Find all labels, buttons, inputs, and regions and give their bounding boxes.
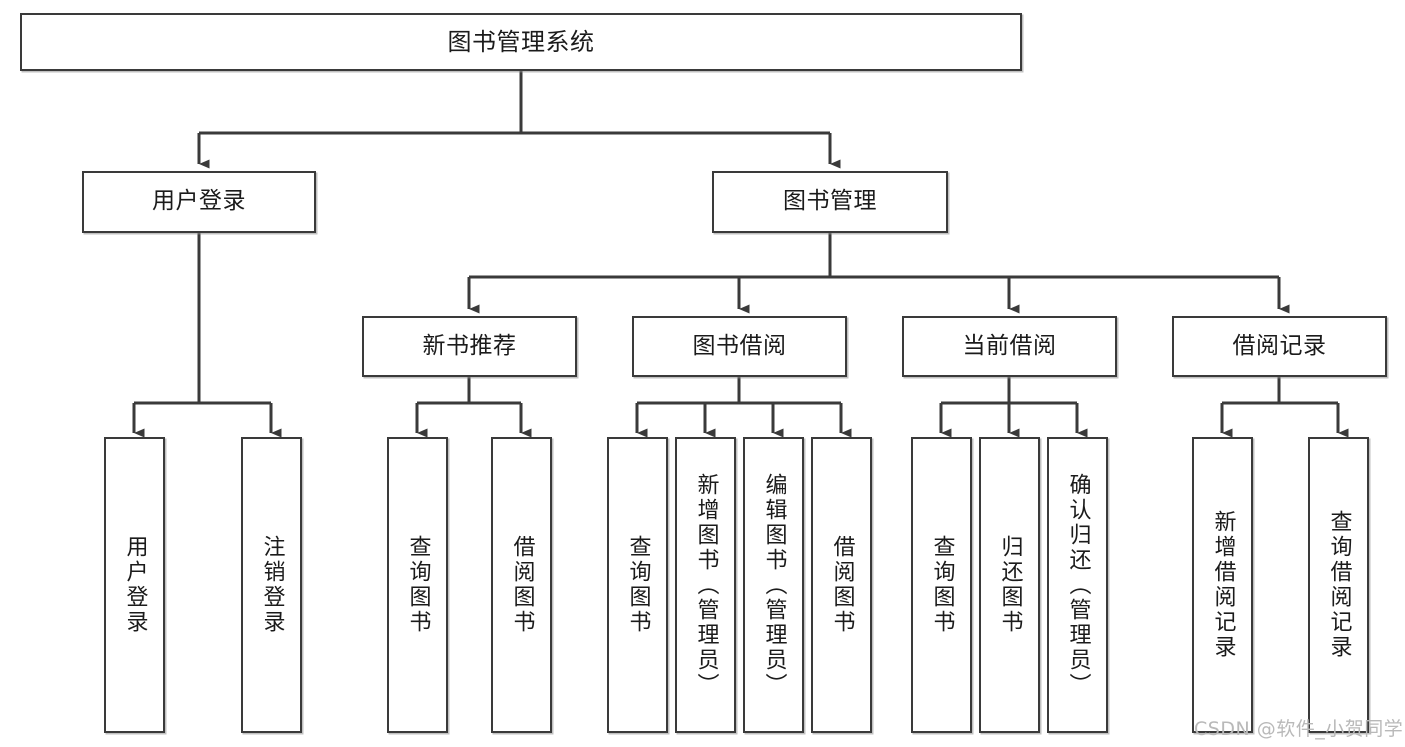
node-leaf-user-login-label: 用户登录 <box>122 535 148 635</box>
node-leaf-add-record-label: 新增借阅记录 <box>1210 510 1236 660</box>
node-leaf-user-login[interactable]: 用户登录 <box>104 437 165 733</box>
node-leaf-query-book-1-label: 查询图书 <box>405 535 431 635</box>
node-leaf-confirm-return-label: 确认归还（管理员） <box>1065 472 1091 698</box>
node-leaf-return-book-label: 归还图书 <box>997 535 1023 635</box>
csdn-watermark: CSDN @软件_小贺同学 <box>1194 718 1404 740</box>
node-leaf-logout-login[interactable]: 注销登录 <box>241 437 302 733</box>
node-leaf-query-book-1[interactable]: 查询图书 <box>387 437 448 733</box>
node-root-label: 图书管理系统 <box>447 27 595 56</box>
node-borrow-record[interactable]: 借阅记录 <box>1172 316 1387 377</box>
node-leaf-add-book-label: 新增图书（管理员） <box>693 472 719 698</box>
node-user-login-label: 用户登录 <box>152 188 246 215</box>
node-user-login[interactable]: 用户登录 <box>82 171 316 233</box>
node-current-borrow-label: 当前借阅 <box>962 332 1057 359</box>
node-leaf-return-book[interactable]: 归还图书 <box>979 437 1040 733</box>
node-leaf-borrow-book-1[interactable]: 借阅图书 <box>491 437 552 733</box>
node-book-manage[interactable]: 图书管理 <box>712 171 948 233</box>
node-current-borrow[interactable]: 当前借阅 <box>902 316 1117 377</box>
node-borrow-record-label: 借阅记录 <box>1232 332 1327 359</box>
node-leaf-add-record[interactable]: 新增借阅记录 <box>1192 437 1253 733</box>
node-leaf-edit-book[interactable]: 编辑图书（管理员） <box>743 437 804 733</box>
node-leaf-borrow-book-2[interactable]: 借阅图书 <box>811 437 872 733</box>
node-leaf-query-record-label: 查询借阅记录 <box>1326 510 1352 660</box>
node-new-book-recommend[interactable]: 新书推荐 <box>362 316 577 377</box>
node-new-book-recommend-label: 新书推荐 <box>422 332 517 359</box>
node-leaf-confirm-return[interactable]: 确认归还（管理员） <box>1047 437 1108 733</box>
node-leaf-query-record[interactable]: 查询借阅记录 <box>1308 437 1369 733</box>
node-book-borrow-label: 图书借阅 <box>692 332 787 359</box>
node-leaf-borrow-book-1-label: 借阅图书 <box>509 535 535 635</box>
node-leaf-query-book-2-label: 查询图书 <box>625 535 651 635</box>
node-leaf-add-book[interactable]: 新增图书（管理员） <box>675 437 736 733</box>
node-root[interactable]: 图书管理系统 <box>20 13 1022 71</box>
node-leaf-logout-login-label: 注销登录 <box>259 535 285 635</box>
node-leaf-query-book-3[interactable]: 查询图书 <box>911 437 972 733</box>
node-leaf-query-book-3-label: 查询图书 <box>929 535 955 635</box>
node-leaf-edit-book-label: 编辑图书（管理员） <box>761 472 787 698</box>
node-leaf-query-book-2[interactable]: 查询图书 <box>607 437 668 733</box>
node-book-manage-label: 图书管理 <box>783 188 877 215</box>
node-leaf-borrow-book-2-label: 借阅图书 <box>829 535 855 635</box>
node-book-borrow[interactable]: 图书借阅 <box>632 316 847 377</box>
